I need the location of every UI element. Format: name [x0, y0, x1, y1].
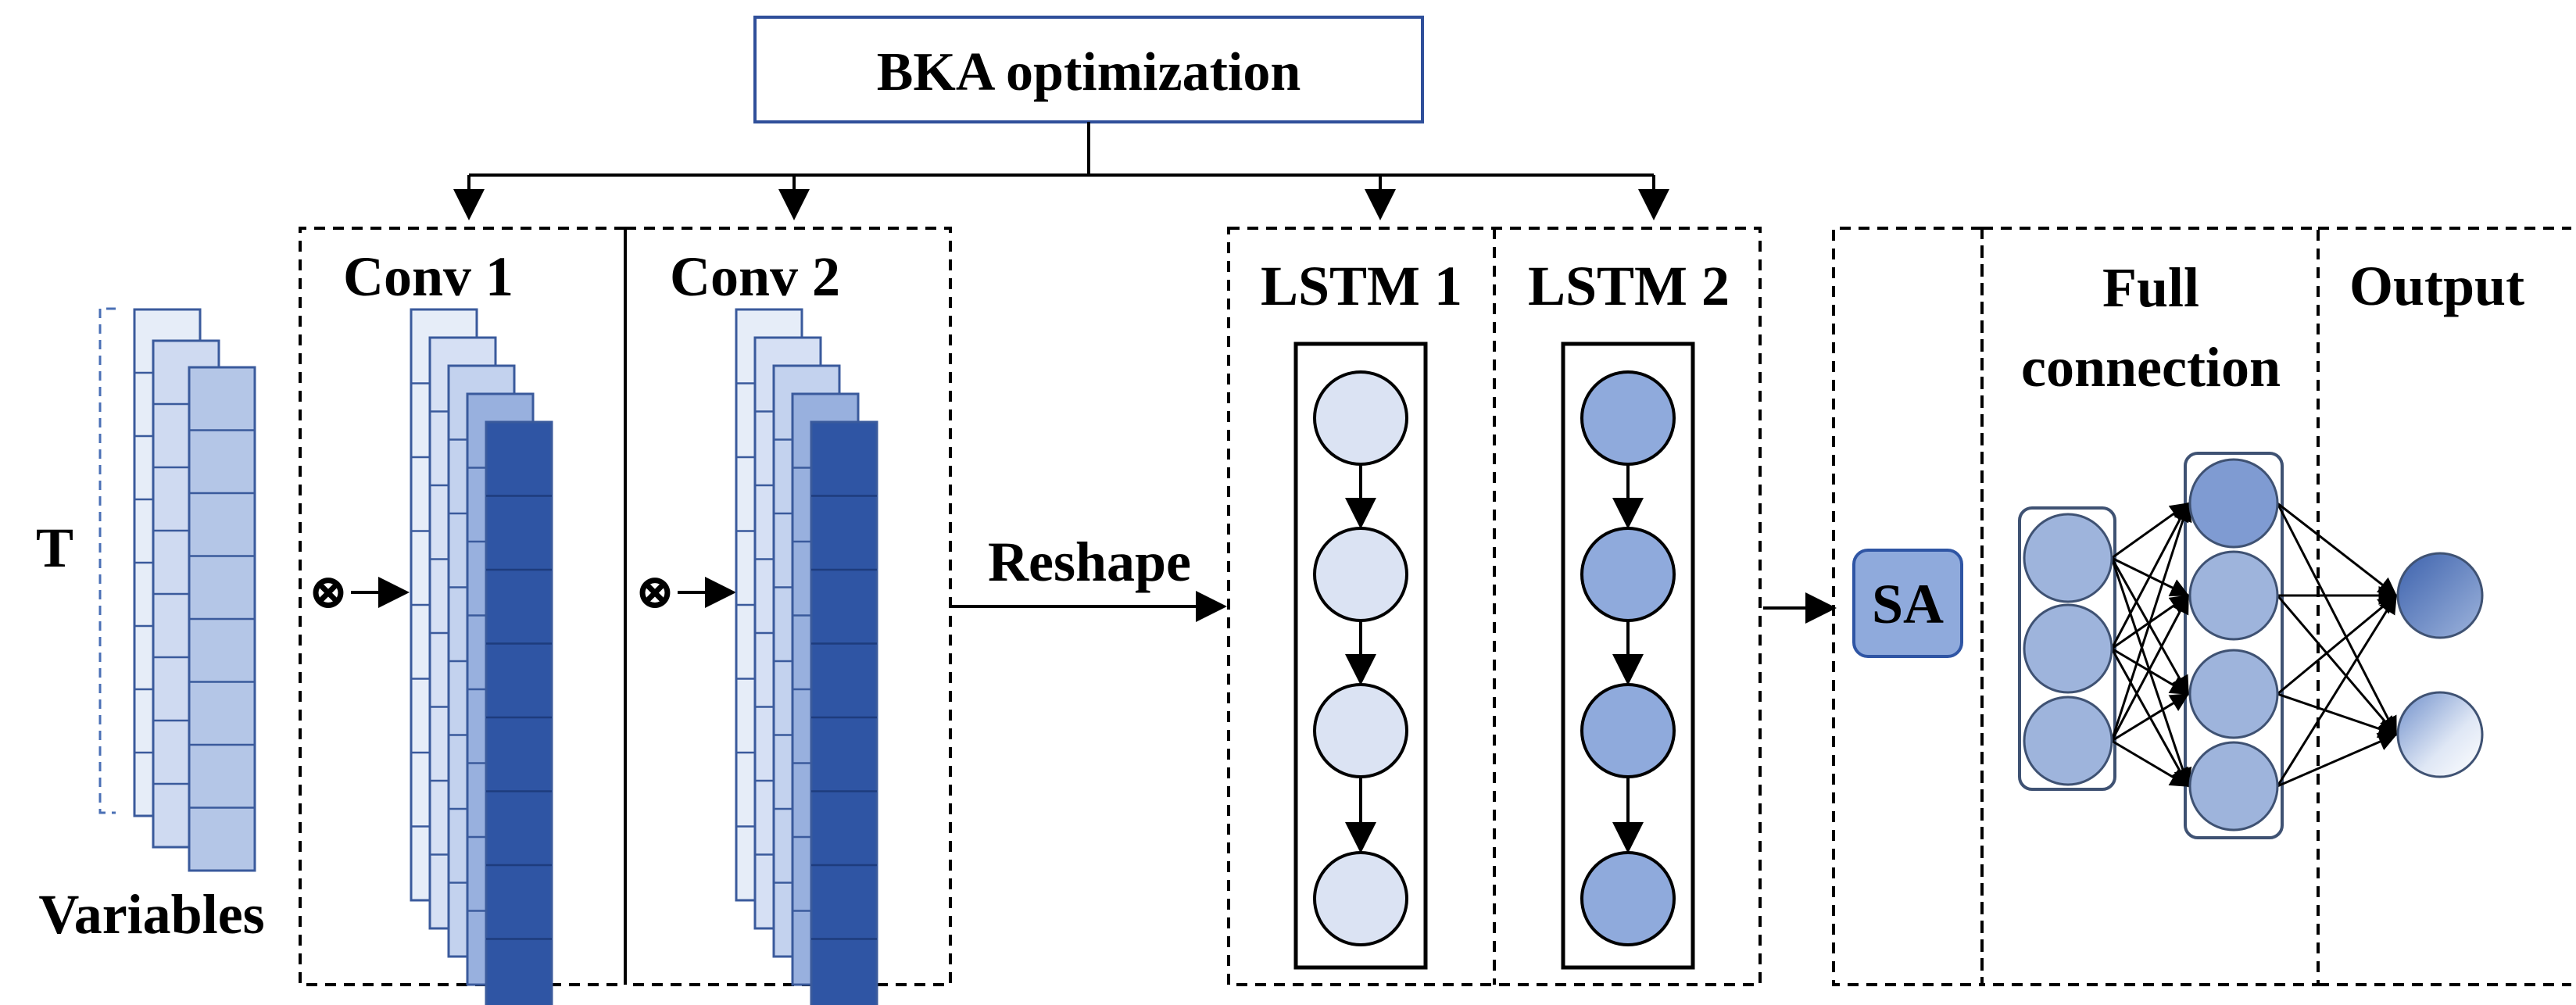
- full-connection-block: Full connection: [1980, 227, 2320, 986]
- conv2-block: Conv 2 ⊗: [625, 227, 952, 1005]
- fc-edge: [2110, 557, 2190, 696]
- fc-edge: [2111, 692, 2190, 742]
- feature-map-rect: [810, 420, 878, 1005]
- fc-edge: [2111, 647, 2190, 696]
- fc-hidden-group-frame: [2184, 452, 2284, 839]
- lstm1-unit-node: [1313, 683, 1408, 778]
- sa-box: [1852, 549, 1963, 658]
- lstm1-unit-node: [1313, 370, 1408, 466]
- feature-map-layer: [810, 420, 878, 1005]
- fc-edge: [2110, 502, 2190, 649]
- feature-map-rect: [485, 420, 553, 1005]
- input-layer: [188, 366, 256, 872]
- input-time-series-stack: T Variables: [36, 307, 265, 946]
- lstm2-unit-node: [1580, 370, 1676, 466]
- output-node: [2396, 691, 2484, 778]
- self-attention-block: SA: [1832, 227, 1984, 986]
- output-node: [2396, 552, 2484, 639]
- lstm1-unit-node: [1313, 851, 1408, 946]
- dense-network: [2018, 452, 2484, 839]
- fc-edge: [2111, 502, 2190, 560]
- lstm2-unit-node: [1580, 683, 1676, 778]
- lstm2-unit-node: [1580, 527, 1676, 622]
- reshape-connector: Reshape: [950, 531, 1227, 622]
- lstm1-unit-node: [1313, 527, 1408, 622]
- lstm1-cell-frame: [1293, 342, 1428, 970]
- fc-edge: [2110, 502, 2192, 742]
- fc-hidden-node: [2188, 458, 2279, 549]
- lstm-blocks: LSTM 1 LSTM 2: [1227, 227, 1762, 986]
- full-connection-label-line2: connection: [2021, 336, 2281, 399]
- fc-input-node: [2023, 696, 2113, 786]
- output-label: Output: [2349, 255, 2524, 317]
- conv2-multiply-operator-icon: ⊗: [635, 566, 675, 619]
- fc-edge: [2276, 594, 2398, 787]
- fc-input-group-frame: [2018, 506, 2116, 791]
- output-block: Output: [2318, 227, 2571, 986]
- fc-edge: [2277, 692, 2398, 739]
- variables-label: Variables: [38, 883, 264, 946]
- lstm2-label: LSTM 2: [1528, 255, 1730, 317]
- conv1-label: Conv 1: [343, 245, 513, 308]
- fc-hidden-node: [2188, 649, 2279, 739]
- sa-label: SA: [1872, 573, 1944, 635]
- fc-hidden-node: [2188, 550, 2279, 641]
- fc-edge: [2111, 739, 2190, 788]
- conv1-block: Conv 1 ⊗: [299, 227, 627, 1005]
- fc-input-node: [2023, 513, 2113, 603]
- full-connection-label-line1: Full: [2102, 256, 2199, 319]
- conv1-multiply-operator-icon: ⊗: [308, 566, 349, 619]
- time-axis-label: T: [36, 517, 73, 579]
- reshape-label: Reshape: [988, 531, 1191, 593]
- bka-optimization-box: BKA optimization: [753, 16, 1424, 123]
- lstm1-label: LSTM 1: [1261, 255, 1462, 317]
- fc-edge: [2277, 732, 2398, 788]
- fc-edge: [2110, 594, 2190, 742]
- conv2-label: Conv 2: [670, 245, 840, 308]
- fc-connections: [2110, 502, 2398, 788]
- fc-edge: [2277, 502, 2398, 597]
- bka-optimization-label: BKA optimization: [877, 42, 1301, 102]
- lstm2-unit-node: [1580, 851, 1676, 946]
- fc-edge: [2276, 595, 2398, 736]
- feature-map-layer: [485, 420, 553, 1005]
- bka-distribution-lines: [453, 122, 1669, 220]
- fc-hidden-node: [2188, 741, 2279, 832]
- fc-edge: [2277, 594, 2398, 696]
- lstm2-cell-frame: [1561, 342, 1695, 970]
- fc-input-node: [2023, 603, 2113, 694]
- fc-edge: [2276, 502, 2398, 736]
